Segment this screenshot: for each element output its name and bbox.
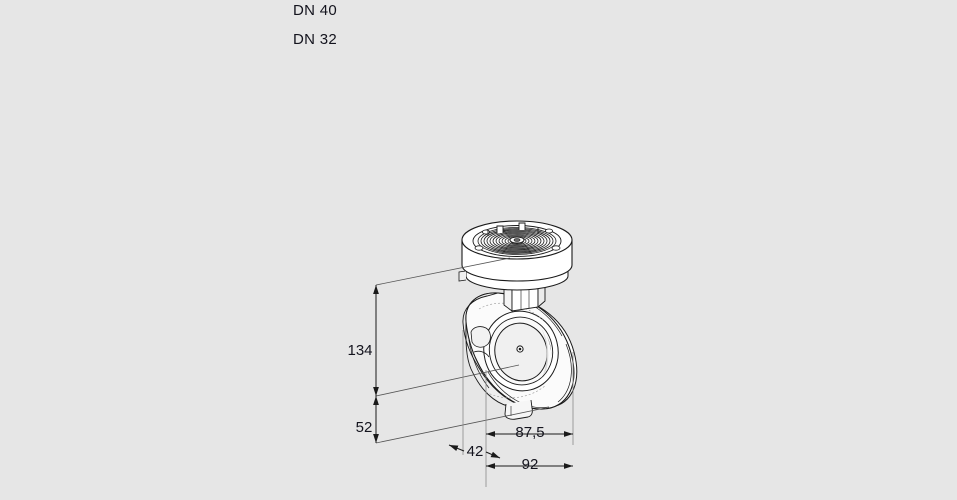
- leader-mid: [375, 364, 520, 397]
- nominal-size-label-40: DN 40: [293, 2, 338, 19]
- nominal-size-label-32: DN 32: [293, 31, 338, 48]
- valve-left-rib: [473, 350, 490, 358]
- leader-top: [375, 257, 511, 286]
- mounting-boss-left: [474, 245, 484, 251]
- actuator-coil-windings: [477, 227, 557, 255]
- dim-value-52: 52: [356, 419, 373, 436]
- actuator-side-tab: [458, 270, 467, 282]
- terminal-tab-left: [496, 225, 504, 233]
- vertical-dimension-group: 134 52: [347, 285, 379, 443]
- terminal-tab-center: [518, 222, 526, 230]
- mounting-boss-right: [551, 245, 561, 251]
- valve-body-left-wall: [462, 292, 522, 408]
- valve-body-group: [462, 292, 578, 420]
- mounting-boss-back-left: [481, 229, 490, 235]
- coil-center-bore: [513, 238, 521, 242]
- leader-lines: [375, 257, 546, 444]
- valve-rim-detail-lower: [485, 384, 547, 399]
- leader-bottom: [375, 407, 546, 444]
- actuator-housing-group: [458, 220, 573, 291]
- valve-lug-edge-right: [557, 343, 572, 403]
- dim-value-134: 134: [347, 342, 372, 359]
- dim-value-87-5: 87,5: [515, 424, 544, 441]
- dim-tick-42-left: [448, 444, 465, 452]
- dim-value-42: 42: [467, 443, 484, 460]
- valve-left-boss: [470, 326, 491, 348]
- horizontal-dimension-group: 87,5 42 92: [448, 424, 573, 473]
- disc-pivot-center: [518, 347, 522, 351]
- mounting-boss-back-right: [545, 228, 554, 234]
- dim-value-92: 92: [522, 456, 539, 473]
- dim-tick-42-right: [485, 451, 501, 459]
- valve-lug-edge-bottom: [487, 371, 550, 408]
